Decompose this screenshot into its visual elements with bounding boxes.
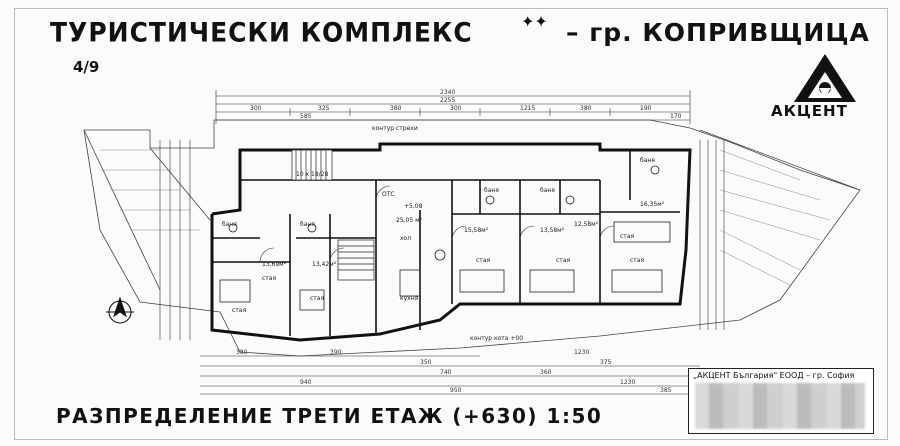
stamp-company: „АКЦЕНТ България" ЕООД – гр. София [693, 371, 855, 380]
project-title: ТУРИСТИЧЕСКИ КОМПЛЕКС [50, 17, 473, 48]
area-label: 15,58м² [464, 227, 489, 234]
dim-label: 360 [540, 369, 552, 376]
dim-label: 740 [440, 369, 452, 376]
drawing-caption: РАЗПРЕДЕЛЕНИЕ ТРЕТИ ЕТАЖ (+630) 1:50 [56, 404, 603, 428]
north-arrow-icon [106, 296, 134, 324]
room-label: стая [262, 275, 276, 282]
top-dimension-chains [215, 90, 691, 124]
dim-label: 2255 [440, 97, 455, 104]
sheet-frame [14, 8, 888, 440]
stars-mark: ✦✦ [521, 12, 548, 31]
room-label: стая [232, 307, 246, 314]
dim-label: 385 [660, 387, 672, 394]
area-label: 12,58м² [574, 221, 599, 228]
bath-label: баня [540, 187, 555, 194]
dim-label: 380 [580, 105, 592, 112]
bath-label: баня [222, 221, 237, 228]
roof-hatch [100, 149, 831, 286]
dim-label: 380 [390, 105, 402, 112]
room-label: стая [310, 295, 324, 302]
room-label: стая [620, 233, 634, 240]
dim-label: 585 [300, 113, 312, 120]
left-dimension-chains [159, 140, 191, 340]
furniture [219, 165, 671, 311]
contour-label: контур стрехи [372, 125, 418, 132]
room-label: стая [556, 257, 570, 264]
room-label: стая [476, 257, 490, 264]
area-label: 16,35м² [640, 201, 665, 208]
right-dimension-chains [699, 140, 725, 330]
room-label: стая [630, 257, 644, 264]
top-dimension-labels: 2340 2255 1215 585 300 325 380 300 380 1… [250, 89, 682, 120]
area-label: 13,69м² [262, 261, 287, 268]
roof-outline [83, 119, 861, 357]
area-label: 25,05 м² [396, 217, 423, 224]
area-label: 13,58м² [540, 227, 565, 234]
door-swings [259, 185, 615, 263]
dim-label: 170 [670, 113, 682, 120]
area-label: +5,08 [404, 203, 423, 210]
dim-label: 940 [300, 379, 312, 386]
room-label: ОТС [382, 191, 395, 198]
room-labels: стая стая хол стая стая стая стая стая б… [222, 125, 665, 342]
sheet-number: 4/9 [73, 58, 100, 76]
dim-label: 1215 [520, 105, 535, 112]
stair-label: 10 x 18/28 [296, 171, 328, 178]
contour-label: контур кота +00 [470, 335, 523, 342]
staircase [291, 149, 375, 281]
project-location: – гр. КОПРИВЩИЦА [566, 18, 870, 47]
logo-name: АКЦЕНТ [771, 102, 848, 120]
dim-label: 390 [330, 349, 342, 356]
dim-label: 2340 [440, 89, 455, 96]
bath-label: баня [300, 221, 315, 228]
dim-label: 190 [640, 105, 652, 112]
bottom-dimension-chains [200, 355, 700, 395]
dim-label: 325 [318, 105, 330, 112]
dim-label: 350 [420, 359, 432, 366]
bath-label: баня [640, 157, 655, 164]
bath-label: баня [484, 187, 499, 194]
redacted-area [695, 383, 865, 429]
dim-label: 375 [600, 359, 612, 366]
dim-label: 300 [250, 105, 262, 112]
dim-label: 300 [450, 105, 462, 112]
dim-label: 380 [236, 349, 248, 356]
akcent-logo-icon [794, 54, 856, 102]
interior-walls [212, 150, 680, 336]
area-label: 13,42м² [312, 261, 337, 268]
dim-label: 1230 [620, 379, 635, 386]
title-block-stamp: „АКЦЕНТ България" ЕООД – гр. София [688, 368, 874, 434]
dim-label: 1230 [574, 349, 589, 356]
room-label: кухня [400, 295, 419, 302]
room-label: хол [400, 235, 411, 242]
dim-label: 950 [450, 387, 462, 394]
bottom-dimension-labels: 380 390 1230 350 740 940 950 1230 360 37… [236, 349, 672, 394]
